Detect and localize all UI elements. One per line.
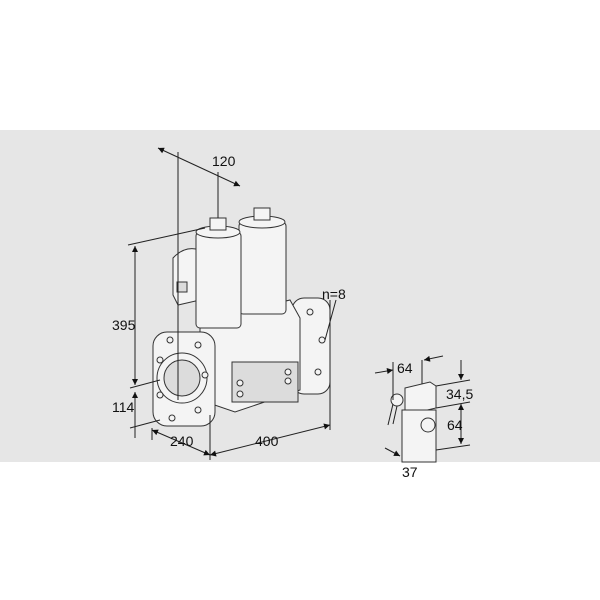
dimension-400: 400 [255,433,279,449]
coil-cap-right [253,207,271,221]
background-band [0,130,600,462]
dimension-240: 240 [170,433,194,449]
solenoid-coil-left [195,231,242,329]
dimension-120: 120 [212,153,236,169]
bolt-count-label: n=8 [322,286,346,302]
inlet-strainer [163,359,201,397]
dimension-395: 395 [112,317,136,333]
actuator-dimension-37: 37 [402,464,418,480]
dimension-114: 114 [112,399,135,415]
dimension-lines [127,147,337,460]
coil-cap-left [209,217,227,231]
actuator-head [404,381,437,415]
actuator-dimension-64-height: 64 [447,417,463,433]
actuator-dimension-34-5: 34,5 [446,386,473,402]
solenoid-coil-right [238,221,287,315]
actuator-detail [374,355,471,463]
actuator-dimension-64-width: 64 [397,360,413,376]
double-solenoid-valve [152,207,331,427]
actuator-body [401,409,437,463]
